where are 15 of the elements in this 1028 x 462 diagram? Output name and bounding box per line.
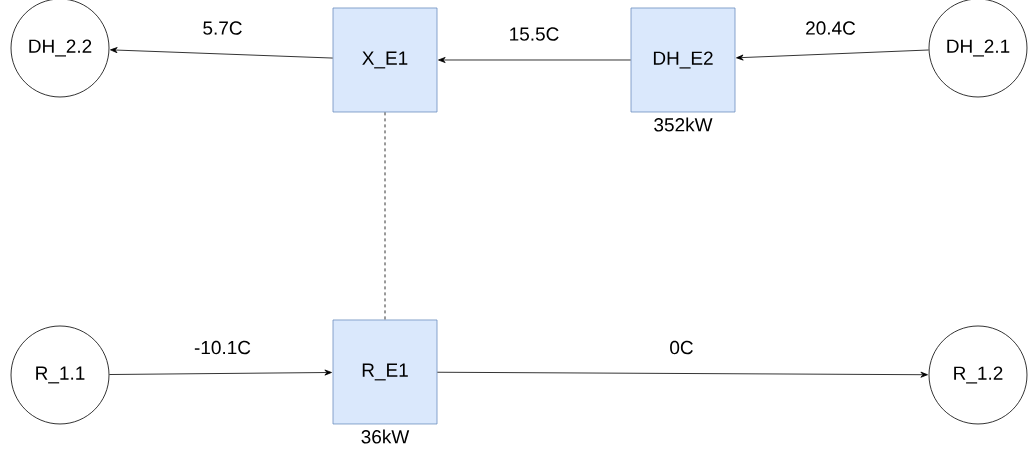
node-caption: 352kW: [654, 117, 713, 132]
edge-label: 0C: [668, 339, 695, 356]
process-box: DH_E2: [630, 7, 736, 113]
edge-label: -10.1C: [193, 339, 252, 356]
arrow: [437, 371, 928, 378]
process-box: X_E1: [332, 7, 438, 113]
arrow: [438, 57, 631, 63]
edge-label: 5.7C: [201, 20, 244, 36]
edge-label: 20.4C: [804, 20, 857, 36]
arrow: [736, 49, 930, 61]
process-box: R_E1: [332, 319, 438, 425]
arrow: [110, 47, 333, 59]
edge-label: 15.5C: [507, 26, 561, 42]
node-caption: 36kW: [361, 429, 410, 444]
arrow: [109, 369, 332, 376]
